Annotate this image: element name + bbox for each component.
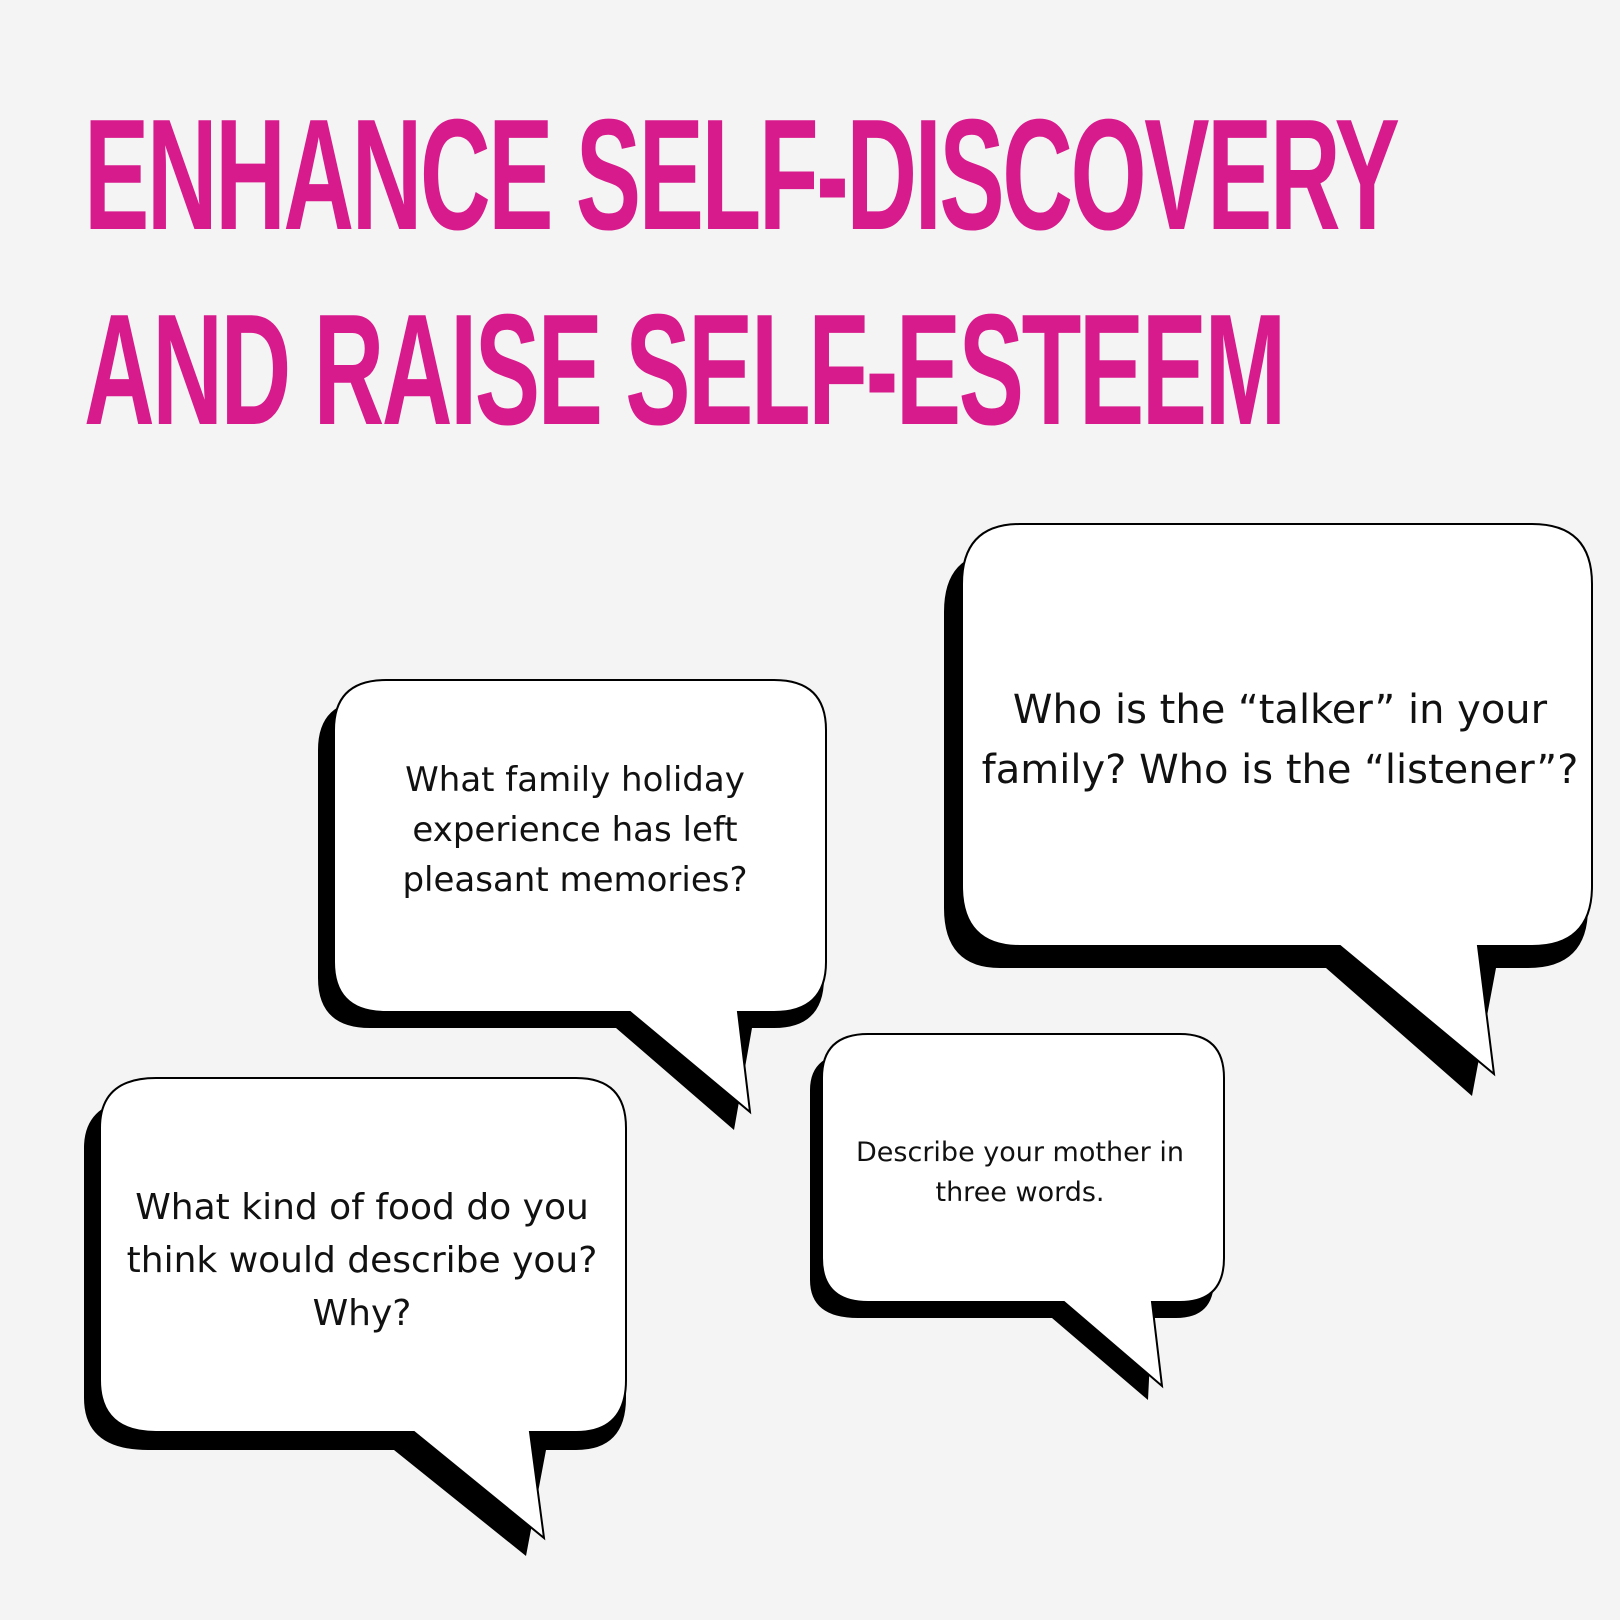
title-line-2: AND RAISE SELF-ESTEEM: [84, 282, 1286, 458]
speech-bubble-food-body: [99, 1077, 627, 1541]
speech-bubble-food: [84, 1077, 627, 1556]
bubble-text-food: What kind of food do you think would des…: [126, 1186, 598, 1334]
page-title: ENHANCE SELF-DISCOVERY AND RAISE SELF-ES…: [84, 78, 1400, 468]
bubble-text-talker: Who is the “talker” in your family? Who …: [981, 687, 1579, 793]
speech-bubble-mother-body: [821, 1033, 1225, 1389]
speech-bubble-holiday: [318, 679, 827, 1130]
title-line-1: ENHANCE SELF-DISCOVERY: [84, 87, 1400, 263]
speech-bubble-mother: [810, 1033, 1225, 1400]
speech-bubble-holiday-body: [333, 679, 827, 1115]
bubble-text-mother: Describe your mother in three words.: [856, 1137, 1184, 1208]
bubble-text-holiday: What family holiday experience has left …: [402, 760, 748, 900]
speech-bubble-talker: [944, 523, 1593, 1096]
speech-bubble-talker-body: [961, 523, 1593, 1077]
